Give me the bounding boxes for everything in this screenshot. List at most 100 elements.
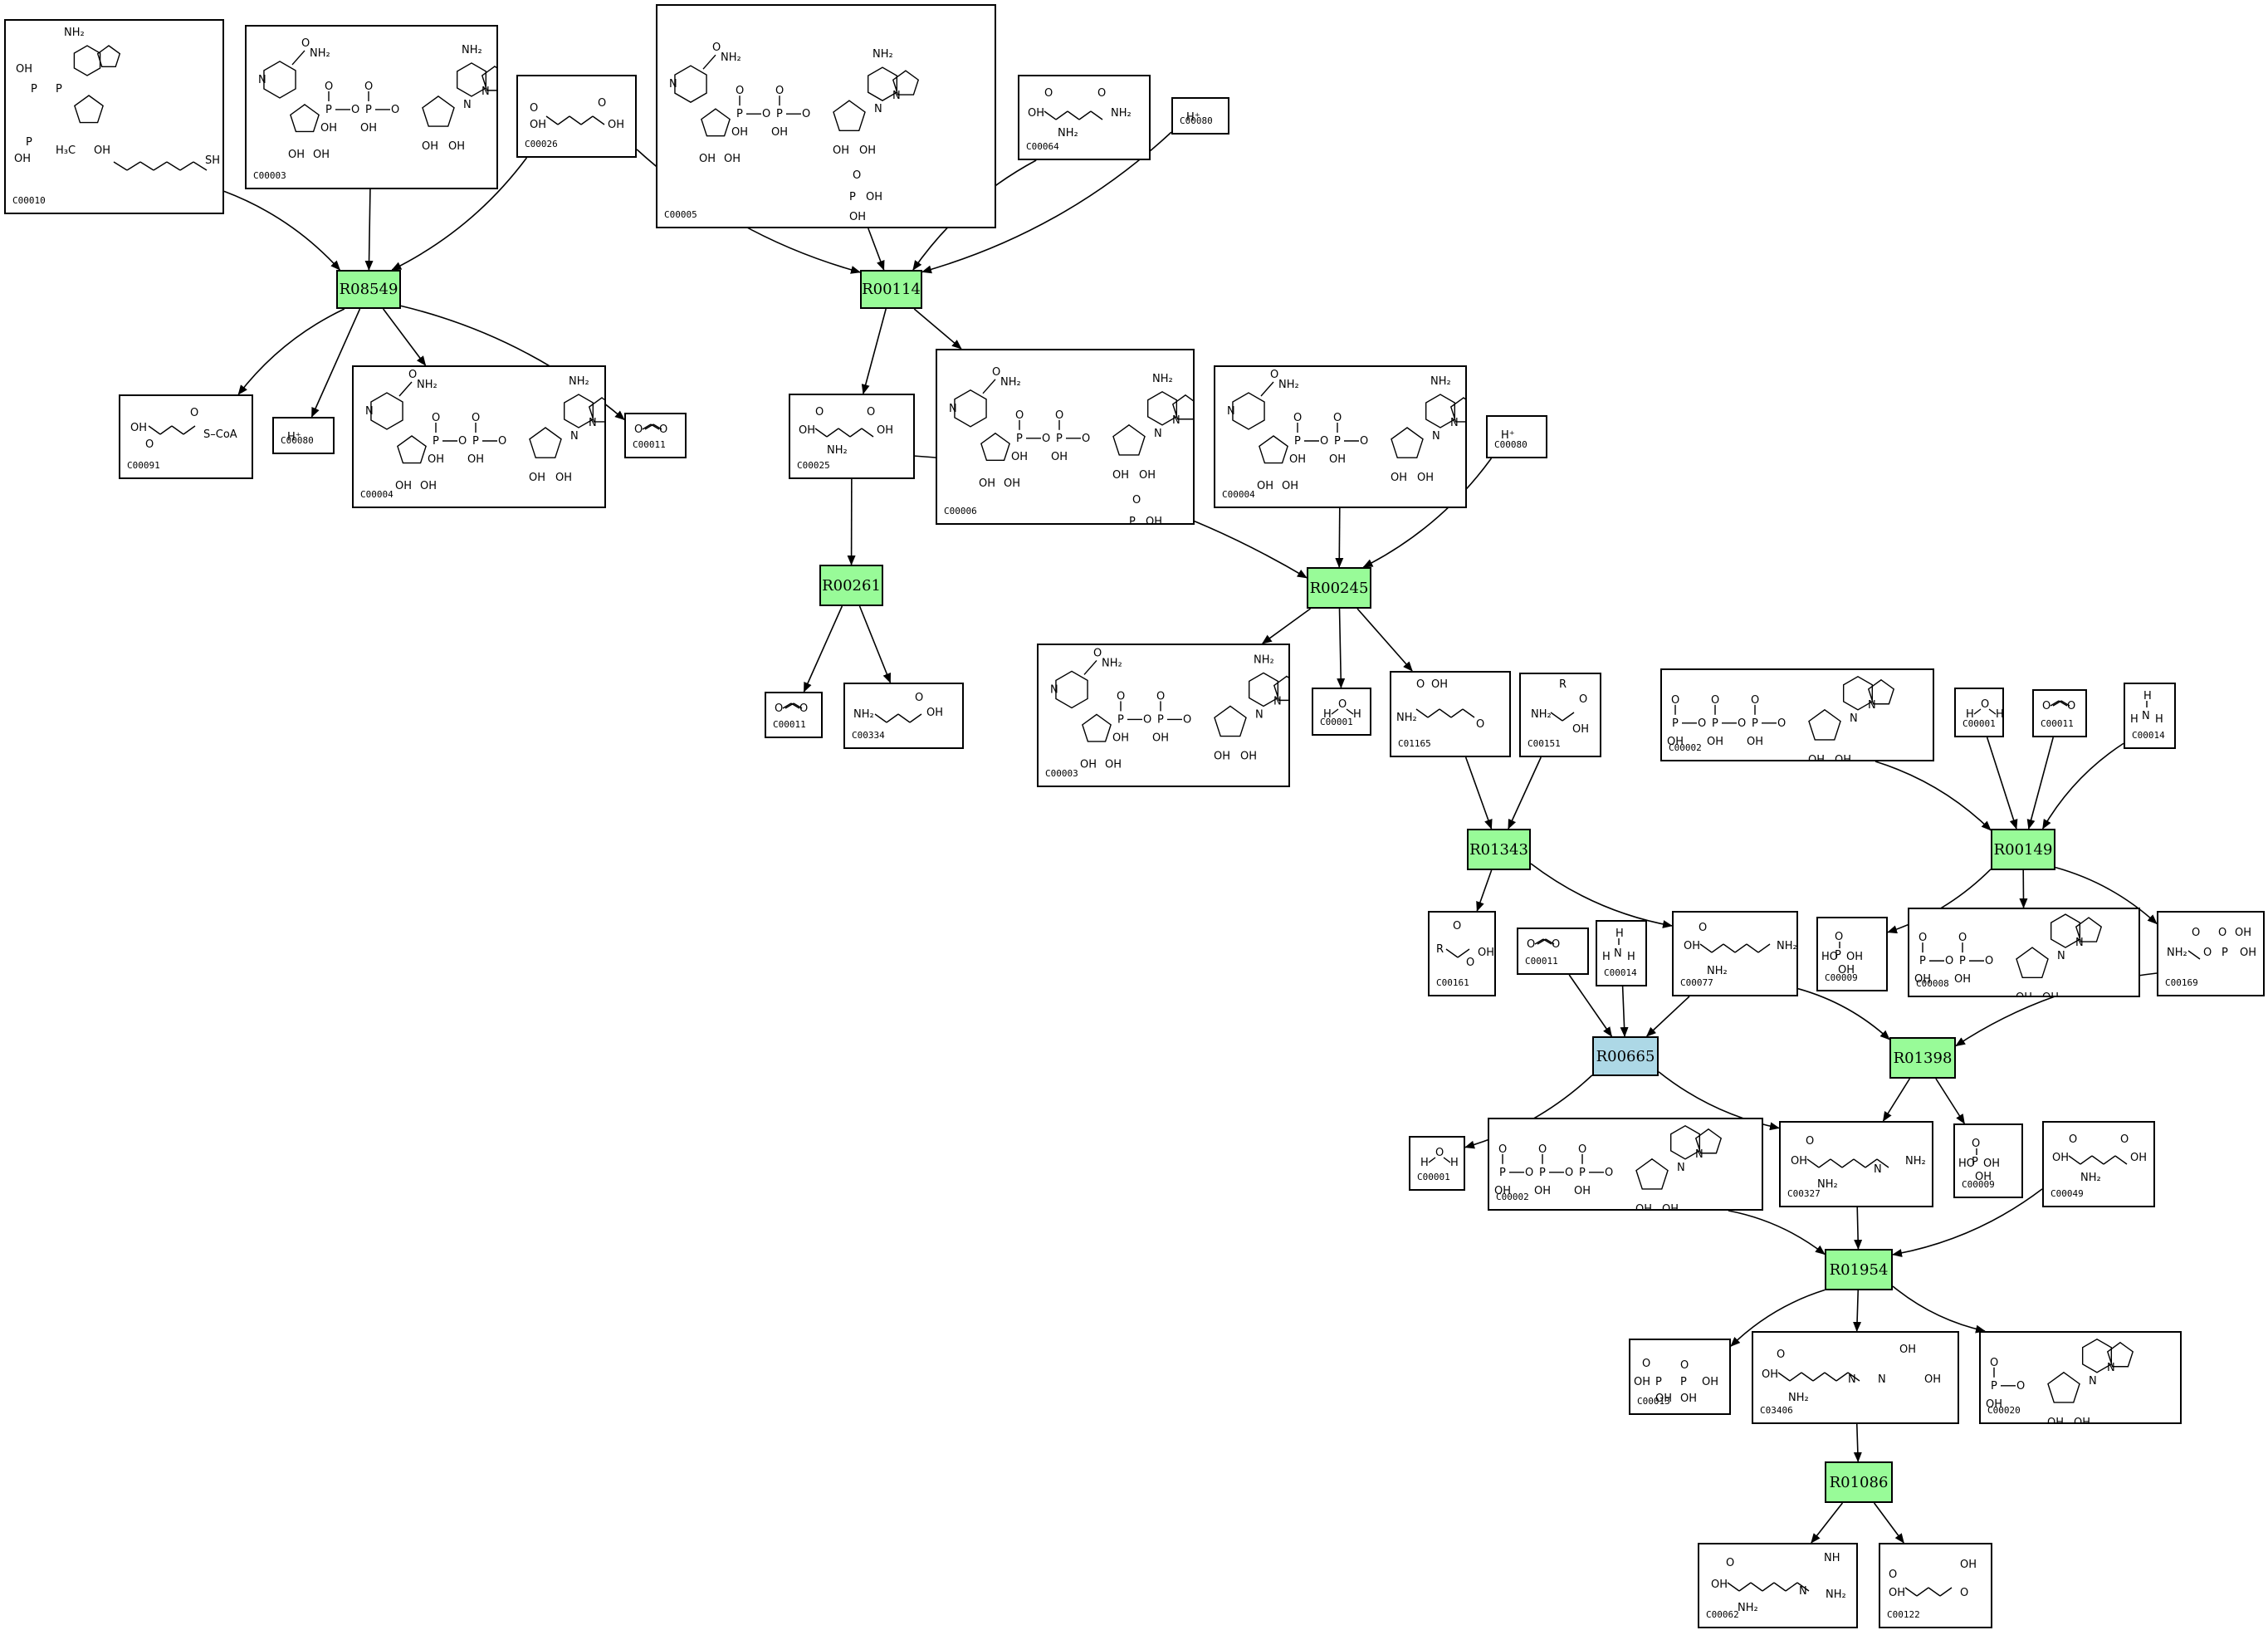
svg-text:N: N bbox=[1450, 417, 1459, 429]
svg-text:N: N bbox=[570, 430, 579, 443]
svg-text:O: O bbox=[762, 108, 770, 120]
compound-label: C00014 bbox=[1604, 967, 1637, 978]
svg-text:P: P bbox=[776, 108, 783, 120]
reaction-r01343[interactable]: R01343 bbox=[1467, 829, 1531, 870]
svg-text:P: P bbox=[1672, 717, 1679, 730]
svg-text:N: N bbox=[2107, 1362, 2115, 1374]
svg-text:NH₂: NH₂ bbox=[1430, 375, 1451, 388]
svg-text:P: P bbox=[26, 136, 32, 149]
reaction-r00114[interactable]: R00114 bbox=[860, 270, 922, 309]
compound-c00002-c21[interactable]: POOHOPOOHOPOOHONH₂OHOHNNC00002 bbox=[1660, 668, 1934, 761]
compound-structure: H⁺ bbox=[1501, 429, 1515, 442]
svg-text:OH: OH bbox=[979, 477, 995, 490]
reaction-r00665[interactable]: R00665 bbox=[1592, 1036, 1659, 1076]
compound-label: C00122 bbox=[1887, 1609, 1920, 1620]
reaction-r01086[interactable]: R01086 bbox=[1825, 1461, 1893, 1503]
svg-text:OH: OH bbox=[1762, 1368, 1778, 1381]
svg-text:N: N bbox=[1273, 695, 1282, 707]
svg-text:O: O bbox=[364, 81, 373, 93]
edge-c19-r5 bbox=[1464, 756, 1493, 830]
svg-text:N: N bbox=[258, 74, 266, 86]
reaction-r00245[interactable]: R00245 bbox=[1307, 567, 1371, 609]
reaction-r00149[interactable]: R00149 bbox=[1991, 829, 2055, 870]
svg-text:H: H bbox=[1615, 928, 1624, 940]
svg-text:NH₂: NH₂ bbox=[1278, 379, 1299, 391]
compound-c00020-c39[interactable]: POOHONH₂OHOHNNC00020 bbox=[1979, 1331, 2182, 1424]
svg-text:NH₂: NH₂ bbox=[1102, 657, 1122, 669]
svg-text:O: O bbox=[1416, 678, 1425, 691]
compound-label: C03406 bbox=[1760, 1405, 1793, 1416]
svg-text:OH: OH bbox=[1960, 1559, 1977, 1571]
svg-text:OH: OH bbox=[1011, 451, 1028, 463]
compound-label: C00011 bbox=[773, 719, 806, 730]
compound-c00080-c8[interactable]: H⁺C00080 bbox=[272, 417, 335, 454]
svg-text:P: P bbox=[1334, 435, 1341, 448]
svg-text:OH: OH bbox=[360, 122, 377, 135]
svg-text:OH: OH bbox=[1846, 951, 1863, 963]
svg-text:OH: OH bbox=[555, 472, 572, 484]
svg-text:OH: OH bbox=[877, 424, 893, 437]
svg-text:H: H bbox=[1602, 951, 1611, 963]
compound-c00002-c33[interactable]: POOHOPOOHOPOOHONH₂OHOHNNC00002 bbox=[1488, 1118, 1763, 1211]
reaction-r00261[interactable]: R00261 bbox=[819, 565, 883, 606]
svg-text:OH: OH bbox=[1702, 1376, 1718, 1388]
edge-r4-c17 bbox=[1261, 608, 1312, 644]
svg-text:OH: OH bbox=[1028, 107, 1044, 120]
reaction-r01398[interactable]: R01398 bbox=[1889, 1037, 1956, 1079]
compound-c00080-c14[interactable]: H⁺C00080 bbox=[1486, 415, 1547, 458]
compound-c00080-c6[interactable]: H⁺C00080 bbox=[1171, 97, 1229, 135]
reaction-r08549[interactable]: R08549 bbox=[336, 270, 401, 309]
svg-text:O: O bbox=[498, 435, 506, 448]
svg-text:OH: OH bbox=[1684, 940, 1700, 952]
svg-text:H: H bbox=[2143, 690, 2152, 702]
compound-c00006-c12[interactable]: NONH₂OHOHPOOHOPOOHONH₂OHOHNNOPOHOHC00006 bbox=[936, 349, 1195, 525]
svg-text:NH₂: NH₂ bbox=[1817, 1178, 1838, 1191]
svg-text:O: O bbox=[1466, 957, 1474, 969]
svg-text:OH: OH bbox=[1680, 1393, 1697, 1405]
edge-c2-r1 bbox=[364, 188, 374, 271]
reaction-r01954[interactable]: R01954 bbox=[1825, 1249, 1893, 1290]
compound-c00008-c30[interactable]: POOHOPOOHONH₂OHOHNNC00008 bbox=[1908, 908, 2140, 997]
svg-text:OH: OH bbox=[1711, 1579, 1728, 1591]
svg-text:OH: OH bbox=[1572, 723, 1589, 736]
